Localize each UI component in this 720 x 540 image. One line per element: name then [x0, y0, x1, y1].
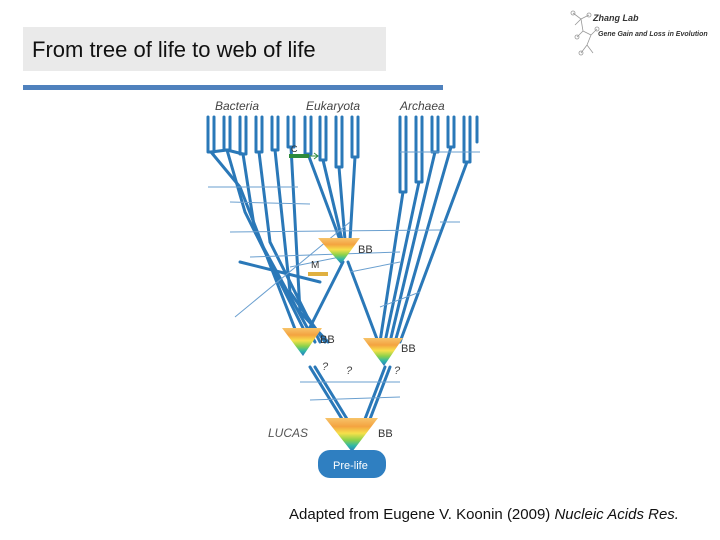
m-marker — [308, 272, 328, 276]
bb-left-label: BB — [320, 334, 335, 346]
title-underline — [23, 85, 388, 90]
prelife-label: Pre-life — [333, 460, 368, 472]
bb-right-label: BB — [401, 343, 416, 355]
logo-name: Zhang Lab — [593, 13, 639, 23]
title-box: From tree of life to web of life — [23, 27, 386, 71]
bb-left-cone — [282, 328, 322, 356]
question-mark-2: ? — [346, 365, 353, 377]
bb-eukaryota-label: BB — [358, 244, 373, 256]
bb-eukaryota-cone — [318, 238, 360, 264]
bb-right-cone — [363, 338, 403, 366]
lucas-cone — [325, 418, 378, 452]
m-label: M — [311, 260, 319, 271]
tree-to-web-diagram: Bacteria Eukaryota Archaea — [206, 99, 480, 478]
question-mark-3: ? — [394, 365, 401, 377]
domain-label-archaea: Archaea — [399, 99, 445, 113]
citation-caption: Adapted from Eugene V. Koonin (2009) Nuc… — [289, 506, 679, 523]
hgt-lines — [208, 151, 480, 401]
question-mark-1: ? — [322, 361, 329, 373]
phylogenetic-tree-logo-icon — [570, 10, 600, 56]
c-transfer-arrow — [309, 152, 319, 160]
citation-journal: Nucleic Acids Res. — [554, 506, 679, 523]
tree-branches — [206, 115, 479, 434]
logo-tagline: Gene Gain and Loss in Evolution — [598, 31, 708, 38]
citation-text: Adapted from Eugene V. Koonin (2009) — [289, 506, 555, 523]
slide-title: From tree of life to web of life — [32, 37, 316, 62]
domain-label-bacteria: Bacteria — [215, 99, 259, 113]
domain-label-eukaryota: Eukaryota — [306, 99, 360, 113]
lucas-label: LUCAS — [268, 426, 308, 440]
c-label: C — [291, 144, 298, 154]
prelife-box — [318, 450, 386, 478]
lucas-bb-label: BB — [378, 428, 393, 440]
title-underline-extension — [388, 85, 443, 90]
c-transfer-marker — [289, 154, 309, 158]
